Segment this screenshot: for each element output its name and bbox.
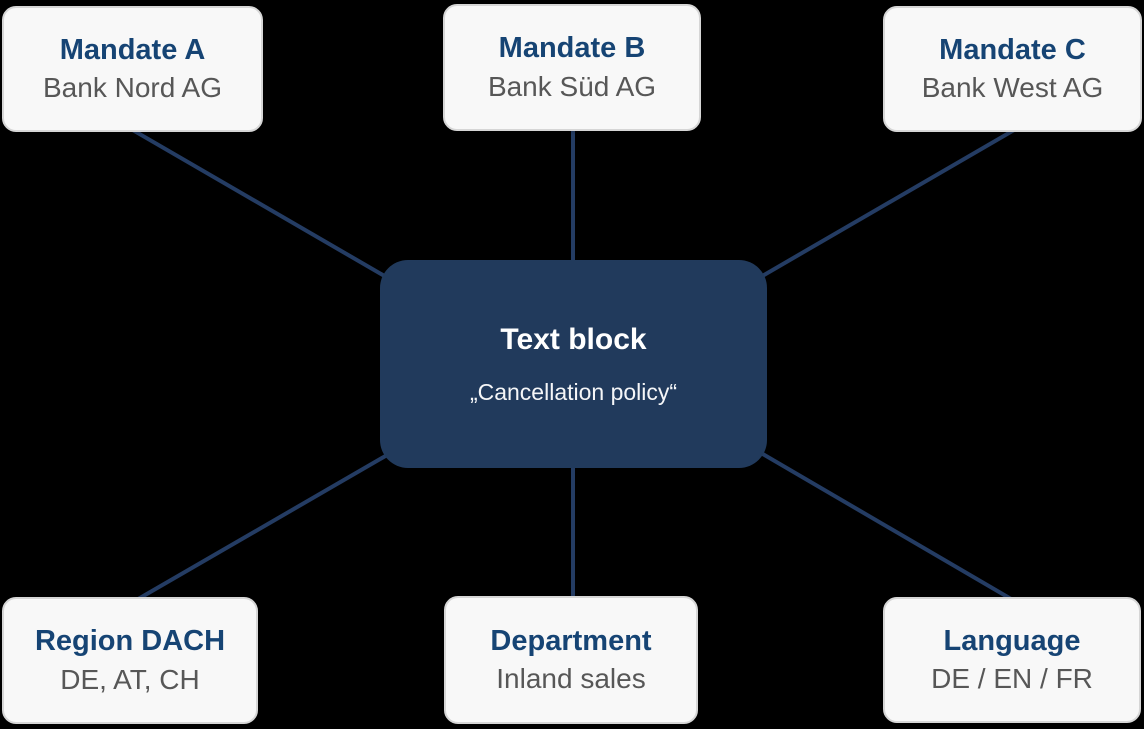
- center-text-block-node: Text block „Cancellation policy“: [380, 260, 767, 468]
- node-title: Mandate B: [498, 32, 646, 65]
- node-subtitle: Bank Süd AG: [487, 70, 657, 102]
- connector-region-dach: [131, 434, 422, 604]
- node-language: Language DE / EN / FR: [883, 597, 1141, 723]
- node-subtitle: Inland sales: [496, 663, 646, 695]
- node-title: Department: [490, 624, 652, 657]
- node-mandate-b: Mandate B Bank Süd AG: [443, 4, 701, 131]
- connector-mandate-c: [743, 124, 1023, 288]
- node-mandate-a: Mandate A Bank Nord AG: [2, 6, 263, 132]
- node-title: Mandate A: [59, 33, 206, 66]
- node-subtitle: DE, AT, CH: [60, 663, 200, 695]
- node-title: Region DACH: [34, 625, 226, 658]
- node-title: Mandate C: [939, 33, 1086, 66]
- node-title: Language: [943, 624, 1081, 657]
- center-node-subtitle: „Cancellation policy“: [469, 378, 678, 405]
- connector-language: [723, 430, 1020, 605]
- center-node-title: Text block: [500, 322, 647, 356]
- node-subtitle: Bank West AG: [921, 72, 1104, 104]
- node-subtitle: DE / EN / FR: [931, 663, 1093, 695]
- node-mandate-c: Mandate C Bank West AG: [883, 6, 1142, 132]
- connector-mandate-a: [122, 123, 402, 287]
- node-subtitle: Bank Nord AG: [43, 72, 222, 104]
- node-department: Department Inland sales: [444, 596, 698, 724]
- node-region-dach: Region DACH DE, AT, CH: [2, 597, 258, 724]
